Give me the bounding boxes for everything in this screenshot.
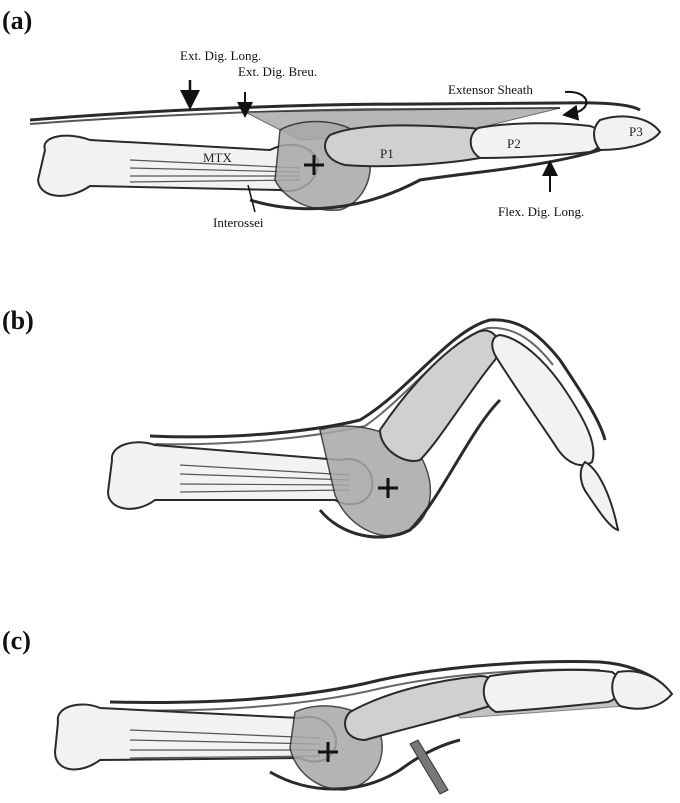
panel-c-diagram xyxy=(55,662,672,794)
label-p3: P3 xyxy=(629,124,643,139)
phalanx-p1-c xyxy=(345,676,499,740)
force-pointer-c xyxy=(410,740,448,794)
label-interossei: Interossei xyxy=(213,215,264,230)
label-extensor-sheath: Extensor Sheath xyxy=(448,82,533,97)
label-ext-dig-long: Ext. Dig. Long. xyxy=(180,48,261,63)
label-ext-dig-breu: Ext. Dig. Breu. xyxy=(238,64,317,79)
label-mtx: MTX xyxy=(203,150,233,165)
phalanx-p3-a xyxy=(594,116,660,150)
panel-b-diagram xyxy=(108,320,618,537)
label-p2: P2 xyxy=(507,136,521,151)
label-p1: P1 xyxy=(380,146,394,161)
label-flex-dig-long: Flex. Dig. Long. xyxy=(498,204,584,219)
phalanx-p2-a xyxy=(471,123,602,158)
phalanx-p1-b xyxy=(380,331,499,461)
phalanx-p3-c xyxy=(612,671,672,709)
panel-a-diagram: Ext. Dig. Long. Ext. Dig. Breu. Extensor… xyxy=(30,48,660,230)
phalanx-p1-a xyxy=(325,125,489,166)
phalanx-p3-b xyxy=(581,462,618,530)
